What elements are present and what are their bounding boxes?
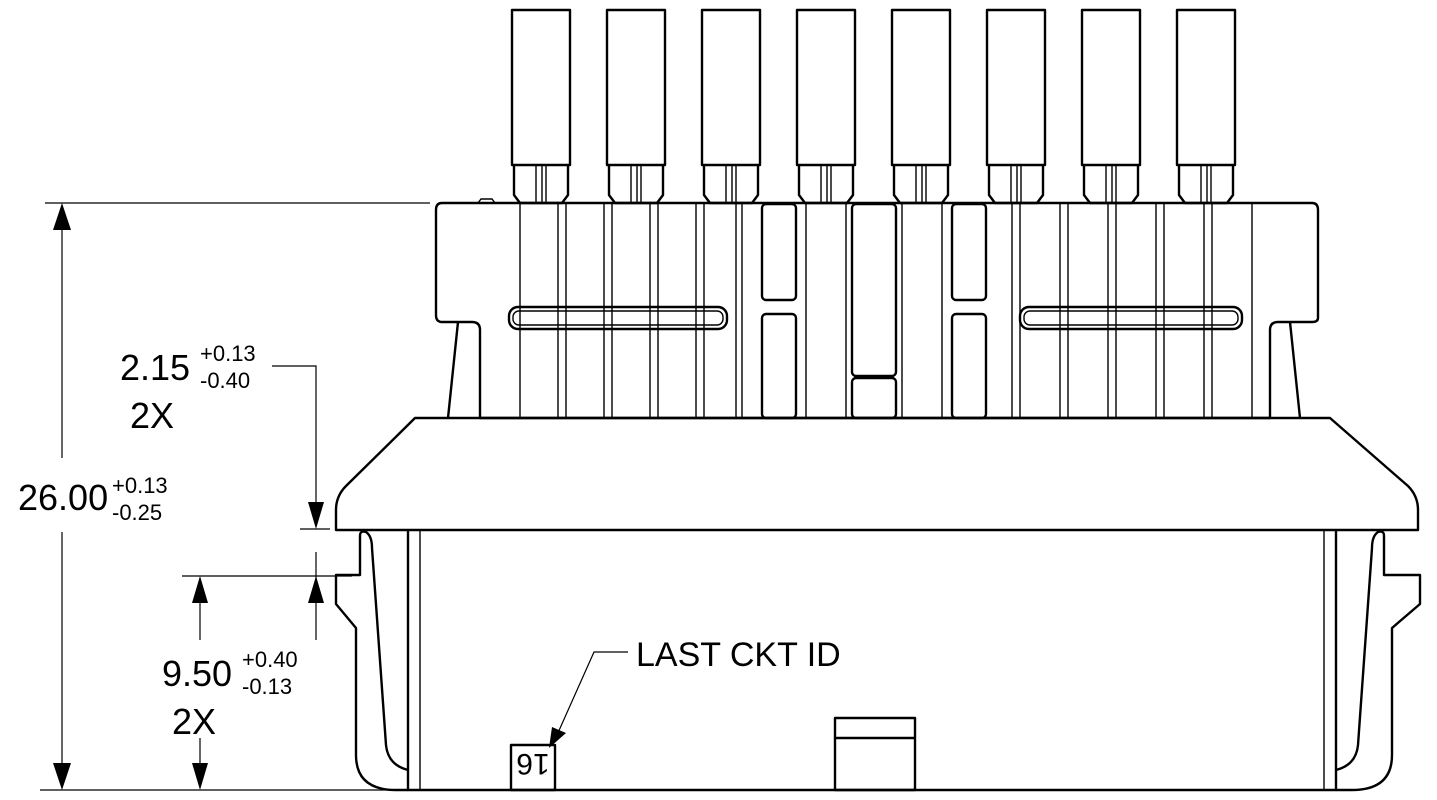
latch-tol-minus: -0.13 bbox=[242, 674, 292, 699]
terminal-pin bbox=[700, 8, 762, 205]
dimension-overall-height: 26.00 +0.13 -0.25 bbox=[18, 202, 430, 791]
terminal-pins bbox=[510, 8, 1237, 205]
terminal-pin bbox=[605, 8, 667, 205]
last-ckt-label: LAST CKT ID bbox=[636, 636, 841, 674]
step-qty: 2X bbox=[130, 395, 174, 436]
step-tol-plus: +0.13 bbox=[200, 341, 256, 366]
latch-qty: 2X bbox=[172, 701, 216, 742]
overall-height-tol-minus: -0.25 bbox=[112, 500, 162, 525]
terminal-pin bbox=[795, 8, 857, 205]
latch-tol-plus: +0.40 bbox=[242, 647, 298, 672]
step-tol-minus: -0.40 bbox=[200, 368, 250, 393]
lower-body: 16 bbox=[334, 416, 1422, 792]
overall-height-value: 26.00 bbox=[18, 477, 108, 518]
terminal-pin bbox=[985, 8, 1047, 205]
dimension-latch: 9.50 +0.40 -0.13 2X bbox=[162, 575, 352, 790]
upper-housing bbox=[434, 198, 1320, 420]
overall-height-tol-plus: +0.13 bbox=[112, 473, 168, 498]
circuit-id-mark: 16 bbox=[516, 747, 549, 780]
terminal-pin bbox=[890, 8, 952, 205]
dimension-step: 2.15 +0.13 -0.40 2X bbox=[120, 341, 330, 640]
last-ckt-leader: LAST CKT ID bbox=[549, 636, 841, 748]
terminal-pin bbox=[1175, 8, 1237, 205]
step-value: 2.15 bbox=[120, 347, 190, 388]
terminal-pin bbox=[510, 8, 572, 205]
latch-value: 9.50 bbox=[162, 653, 232, 694]
terminal-pin bbox=[1080, 8, 1142, 205]
